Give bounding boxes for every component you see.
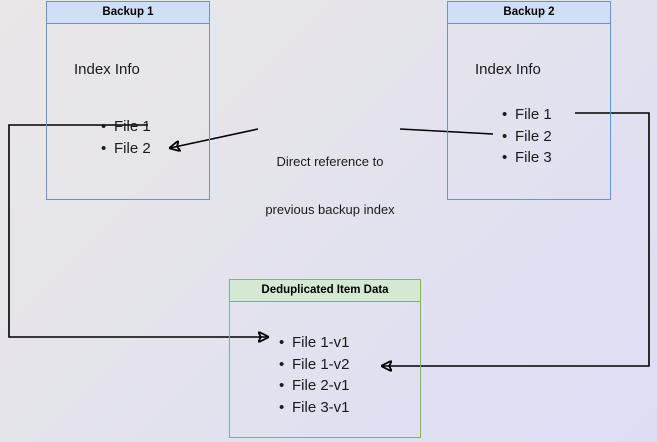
node-backup-2-header: Backup 2 xyxy=(448,2,610,24)
list-item: File 1-v2 xyxy=(279,354,349,376)
node-dedup-header: Deduplicated Item Data xyxy=(230,280,420,302)
list-item: File 2-v1 xyxy=(279,375,349,397)
edge-label-direct-reference: Direct reference to previous backup inde… xyxy=(258,122,402,250)
backup-1-file-list: File 1 File 2 xyxy=(100,116,151,159)
edge-label-line-2: previous backup index xyxy=(265,202,395,217)
list-item: File 1-v1 xyxy=(279,332,349,354)
node-deduplicated-item-data[interactable]: Deduplicated Item Data File 1-v1 File 1-… xyxy=(229,279,421,438)
dedup-file-list: File 1-v1 File 1-v2 File 2-v1 File 3-v1 xyxy=(278,332,349,419)
node-backup-1-header: Backup 1 xyxy=(47,2,209,24)
backup-2-file-list: File 1 File 2 File 3 xyxy=(501,104,552,169)
list-item: File 3-v1 xyxy=(279,397,349,419)
edge-label-line-1: Direct reference to xyxy=(276,154,384,169)
list-item: File 1 xyxy=(502,104,552,126)
list-item: File 1 xyxy=(101,116,151,138)
node-backup-2-body: Index Info File 1 File 2 File 3 xyxy=(448,24,610,199)
node-dedup-body: File 1-v1 File 1-v2 File 2-v1 File 3-v1 xyxy=(230,302,420,437)
list-item: File 2 xyxy=(502,126,552,148)
list-item: File 2 xyxy=(101,138,151,160)
node-backup-2[interactable]: Backup 2 Index Info File 1 File 2 File 3 xyxy=(447,1,611,200)
node-backup-1[interactable]: Backup 1 Index Info File 1 File 2 xyxy=(46,1,210,200)
list-item: File 3 xyxy=(502,147,552,169)
node-backup-1-body: Index Info File 1 File 2 xyxy=(47,24,209,199)
backup-2-index-info-label: Index Info xyxy=(475,61,541,78)
backup-1-index-info-label: Index Info xyxy=(74,61,140,78)
